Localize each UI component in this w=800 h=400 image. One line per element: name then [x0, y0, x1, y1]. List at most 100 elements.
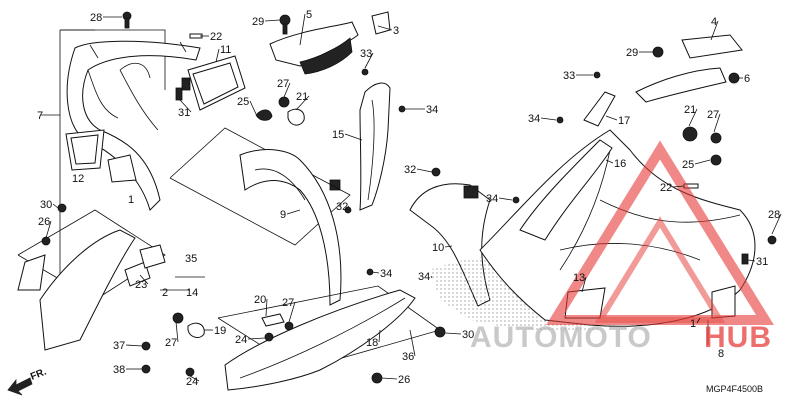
callout-label-2: 2 — [162, 287, 168, 299]
leader-line — [444, 332, 462, 335]
callout-label-4: 4 — [711, 16, 717, 28]
leader-line — [371, 271, 380, 274]
callout-label-19: 19 — [214, 325, 226, 337]
leader-line — [409, 329, 416, 357]
callout-label-28: 28 — [768, 209, 780, 221]
callout-label-23: 23 — [135, 279, 147, 291]
callout-label-22: 22 — [660, 182, 672, 194]
leader-line — [710, 20, 719, 41]
leader-line — [581, 276, 587, 293]
callout-label-22: 22 — [210, 31, 222, 43]
callout-label-27: 27 — [282, 297, 294, 309]
leader-line — [381, 377, 398, 380]
callout-label-13: 13 — [573, 272, 585, 284]
callout-label-37: 37 — [113, 340, 125, 352]
leader-line — [215, 48, 220, 63]
callout-label-21: 21 — [296, 91, 308, 103]
leader-line — [343, 205, 350, 211]
under-cowl-18 — [217, 285, 446, 391]
callout-label-34: 34 — [486, 193, 498, 205]
callout-label-31: 31 — [756, 256, 768, 268]
callout-label-8: 8 — [718, 348, 724, 360]
leader-line — [247, 337, 266, 340]
leader-line — [299, 13, 306, 46]
callout-label-25: 25 — [237, 96, 249, 108]
callout-label-35: 35 — [185, 253, 197, 265]
watermark: AUTOMOTO HUB — [470, 140, 774, 354]
callout-label-1: 1 — [690, 318, 696, 330]
leader-line — [713, 113, 721, 133]
leader-line — [52, 203, 59, 209]
direction-label: FR. — [29, 366, 48, 382]
leader-line — [430, 275, 433, 279]
callout-label-6: 6 — [744, 73, 750, 85]
watermark-word-hub: HUB — [704, 321, 772, 354]
upper-panel-4 — [593, 34, 743, 103]
leader-line — [747, 259, 756, 262]
callout-label-38: 38 — [113, 364, 125, 376]
leader-line — [605, 115, 618, 121]
leader-line — [378, 329, 381, 343]
callout-label-1: 1 — [128, 194, 134, 206]
leader-line — [498, 197, 513, 201]
callout-label-33: 33 — [563, 70, 575, 82]
leader-line — [295, 95, 310, 111]
watermark-word-automoto: AUTOMOTO — [470, 321, 652, 354]
upper-cowl-group — [40, 11, 246, 280]
leader-line — [672, 185, 685, 188]
callout-label-14: 14 — [186, 287, 198, 299]
callout-label-31: 31 — [178, 107, 190, 119]
callout-label-11: 11 — [220, 44, 231, 56]
inner-frame-16 — [519, 91, 616, 241]
callout-label-21: 21 — [684, 104, 696, 116]
callout-label-34: 34 — [380, 268, 392, 280]
leader-line — [416, 168, 433, 173]
callout-label-3: 3 — [393, 25, 399, 37]
callout-label-25: 25 — [682, 159, 694, 171]
side-frame-15 — [329, 82, 391, 211]
leader-line — [249, 100, 257, 115]
leader-line — [125, 344, 143, 347]
leader-line — [377, 25, 393, 31]
callout-label-30: 30 — [40, 199, 52, 211]
diagram-code: MGP4F4500B — [706, 384, 763, 394]
leader-line — [189, 375, 200, 382]
lower-cowl-group — [17, 203, 205, 377]
leader-line — [605, 159, 614, 164]
leader-line — [288, 301, 296, 323]
leader-line — [179, 99, 192, 113]
leader-line — [364, 52, 374, 69]
inner-panel-group — [269, 11, 391, 76]
leader-line — [139, 274, 149, 285]
callout-label-20: 20 — [254, 294, 266, 306]
callout-label-26: 26 — [398, 374, 410, 386]
callout-label-27: 27 — [707, 109, 719, 121]
callout-label-16: 16 — [614, 158, 626, 170]
leader-line — [283, 82, 291, 98]
callout-label-29: 29 — [626, 47, 638, 59]
leader-line — [344, 133, 363, 141]
callout-label-33: 33 — [360, 48, 372, 60]
callout-label-34: 34 — [426, 104, 438, 116]
callout-label-34: 34 — [528, 113, 540, 125]
leader-line — [265, 298, 268, 317]
inner-cowl-9 — [169, 127, 374, 306]
leader-line — [45, 220, 52, 239]
callout-label-29: 29 — [252, 16, 264, 28]
leader-line — [540, 117, 557, 121]
leader-line — [696, 317, 701, 324]
callout-label-30: 30 — [462, 329, 474, 341]
callout-label-5: 5 — [306, 9, 312, 21]
callout-label-32: 32 — [336, 201, 348, 213]
callout-label-32: 32 — [404, 164, 416, 176]
leader-line — [694, 159, 711, 165]
front-direction-indicator: FR. — [7, 366, 48, 396]
leader-line — [688, 108, 698, 127]
callout-label-26: 26 — [38, 216, 50, 228]
callout-label-15: 15 — [332, 129, 344, 141]
leader-line — [264, 19, 281, 22]
leader-lines — [45, 13, 782, 382]
callout-label-7: 7 — [37, 110, 43, 122]
